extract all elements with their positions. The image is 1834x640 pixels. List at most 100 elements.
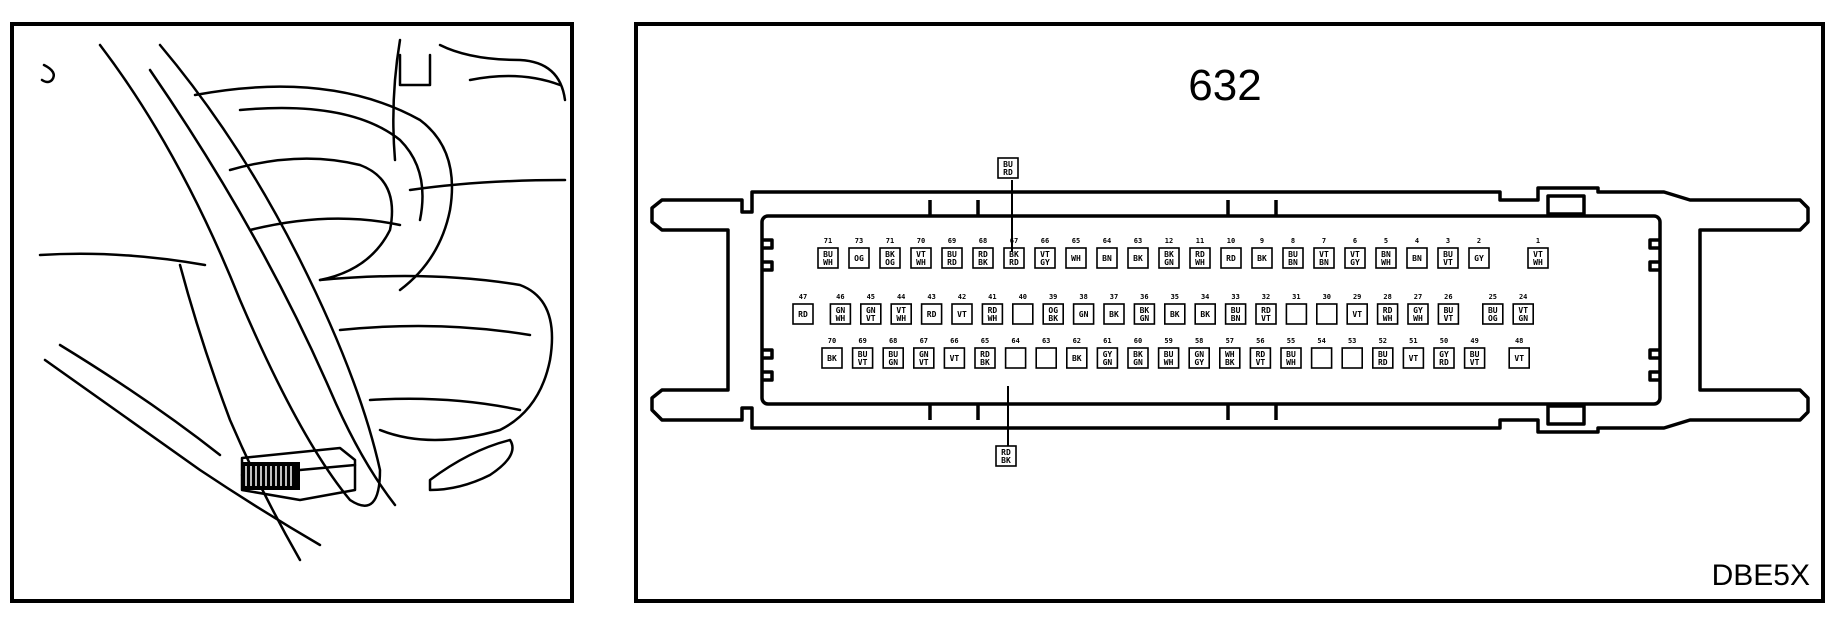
pin-cavity bbox=[1220, 247, 1242, 269]
figure-code: DBE5X bbox=[1712, 559, 1810, 592]
wire-color-code: OG bbox=[854, 254, 864, 263]
wire-color-code: RD bbox=[978, 250, 988, 259]
pin-cavity bbox=[859, 303, 882, 325]
wire-color-code: BU bbox=[1003, 160, 1013, 169]
pin-cavity bbox=[1285, 303, 1308, 325]
pin-cavity bbox=[1072, 303, 1095, 325]
wire-color-code: GN bbox=[1518, 314, 1528, 323]
wire-color-code: BU bbox=[947, 250, 957, 259]
pin-cavity bbox=[1255, 303, 1277, 325]
pin-cavity bbox=[912, 347, 935, 369]
pin-number: 41 bbox=[988, 293, 996, 301]
wire-color-code: BK bbox=[885, 250, 895, 259]
pin-number: 38 bbox=[1079, 293, 1087, 301]
pin-number: 64 bbox=[1103, 237, 1111, 245]
wire-color-code: BK bbox=[978, 258, 988, 267]
wire-color-code: WH bbox=[896, 314, 906, 323]
wire-color-code: BU bbox=[1470, 350, 1480, 359]
wire-color-code: VT bbox=[950, 354, 960, 363]
pin-number: 2 bbox=[1477, 237, 1481, 245]
pin-number: 60 bbox=[1134, 337, 1142, 345]
wire-color-code: VT bbox=[1470, 358, 1480, 367]
wire-color-code: VT bbox=[1040, 250, 1050, 259]
pin-number: 47 bbox=[799, 293, 807, 301]
pin: GY2 bbox=[1468, 237, 1490, 269]
wire-color-code: RD bbox=[1261, 306, 1271, 315]
pin-number: 1 bbox=[1536, 237, 1540, 245]
location-illustration-panel bbox=[10, 22, 574, 603]
wire-color-code: WH bbox=[1413, 314, 1423, 323]
pin-number: 39 bbox=[1049, 293, 1057, 301]
pin-number: 67 bbox=[1010, 237, 1018, 245]
pin-number: 58 bbox=[1195, 337, 1203, 345]
pin-cavity bbox=[1188, 347, 1210, 369]
wire-color-code: GY bbox=[1350, 258, 1360, 267]
wire-color-code: RD bbox=[1009, 258, 1019, 267]
pin-number: 66 bbox=[950, 337, 958, 345]
pin-number: 31 bbox=[1292, 293, 1300, 301]
wire-color-code: BK bbox=[1257, 254, 1267, 263]
pin-number: 9 bbox=[1260, 237, 1264, 245]
pin-cavity bbox=[972, 247, 994, 269]
wire-color-code: RD bbox=[798, 310, 808, 319]
wire-color-code: BK bbox=[1001, 456, 1011, 465]
pin-number: 71 bbox=[824, 237, 832, 245]
wire-color-code: BU bbox=[1443, 250, 1453, 259]
wire-color-code: GN bbox=[1103, 358, 1113, 367]
pin-cavity bbox=[1482, 303, 1504, 325]
pin-cavity bbox=[941, 247, 963, 269]
pin-number: 63 bbox=[1042, 337, 1050, 345]
pin-cavity bbox=[1375, 247, 1397, 269]
pin-cavity bbox=[1310, 347, 1333, 369]
pin-cavity bbox=[829, 303, 852, 325]
wire-color-code: VT bbox=[1350, 250, 1360, 259]
wire-color-code: VT bbox=[1443, 258, 1453, 267]
pin-number: 52 bbox=[1379, 337, 1387, 345]
pin-cavity bbox=[890, 303, 913, 325]
wire-color-code: WH bbox=[1225, 350, 1235, 359]
pin-number: 6 bbox=[1353, 237, 1357, 245]
pin-cavity bbox=[882, 347, 905, 369]
wire-color-code: BK bbox=[980, 358, 990, 367]
wire-color-code: VT bbox=[919, 358, 929, 367]
wire-color-code: GY bbox=[1040, 258, 1050, 267]
wire-color-code: WH bbox=[916, 258, 926, 267]
wire-color-code: VT bbox=[916, 250, 926, 259]
wire-color-code: WH bbox=[1383, 314, 1393, 323]
wire-color-code: BK bbox=[1140, 306, 1150, 315]
wire-color-code: GN bbox=[1140, 314, 1150, 323]
pin-number: 54 bbox=[1317, 337, 1325, 345]
pin-number: 46 bbox=[836, 293, 844, 301]
pin-number: 30 bbox=[1323, 293, 1331, 301]
pin-number: 59 bbox=[1164, 337, 1172, 345]
pin-number: 10 bbox=[1227, 237, 1235, 245]
pin-cavity bbox=[1402, 347, 1425, 369]
pin-number: 70 bbox=[828, 337, 836, 345]
wire-color-code: BU bbox=[1444, 306, 1454, 315]
pin-number: 67 bbox=[920, 337, 928, 345]
wire-color-code: WH bbox=[823, 258, 833, 267]
